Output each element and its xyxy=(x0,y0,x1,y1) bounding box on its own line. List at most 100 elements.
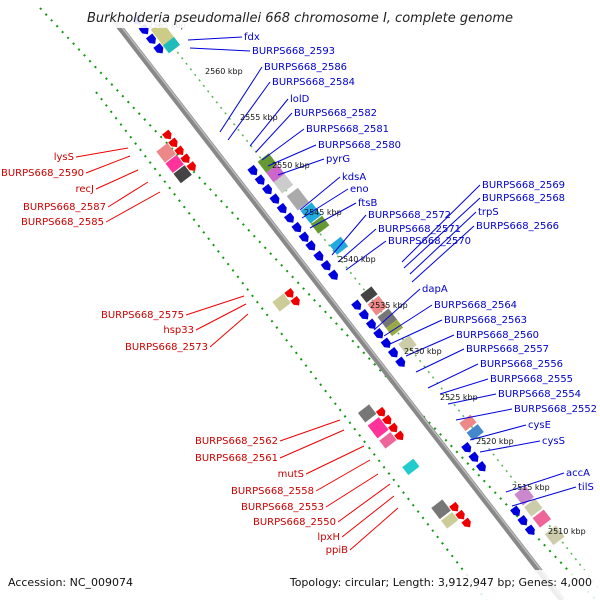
forward-gene-arrow xyxy=(262,183,273,195)
forward-gene-label[interactable]: cysS xyxy=(542,436,565,447)
reverse-gene-labels: lysS BURPS668_2590 recJ BURPS668_2587BURPS6… xyxy=(1,152,348,556)
forward-gene-label[interactable]: BURPS668_2571 xyxy=(378,224,461,235)
reverse-gene-arrow xyxy=(180,153,190,163)
reverse-gene-arrow xyxy=(449,501,459,512)
forward-gene-label[interactable]: BURPS668_2554 xyxy=(498,389,581,400)
forward-gene-arrow xyxy=(305,240,316,251)
reverse-gene-label[interactable]: lpxH xyxy=(317,532,340,543)
reverse-gene-arrow xyxy=(168,137,178,148)
forward-gene-label[interactable]: BURPS668_2584 xyxy=(272,77,355,88)
forward-gene-arrow xyxy=(276,202,287,214)
topology-text: Topology: circular; Length: 3,912,947 bp… xyxy=(289,576,592,589)
gene-block xyxy=(367,295,388,316)
forward-gene-arrow xyxy=(461,442,472,453)
reverse-gene-label[interactable]: recJ xyxy=(76,184,95,195)
reverse-gene-label[interactable]: BURPS668_2575 xyxy=(101,310,184,321)
forward-gene-label[interactable]: BURPS668_2568 xyxy=(482,193,565,204)
reverse-gene-label[interactable]: BURPS668_2585 xyxy=(21,217,104,228)
forward-gene-arrow xyxy=(468,451,479,462)
forward-gene-label[interactable]: cysE xyxy=(528,420,551,431)
forward-gene-arrow xyxy=(284,212,295,223)
forward-gene-label[interactable]: dapA xyxy=(422,284,448,295)
forward-gene-label[interactable]: BURPS668_2581 xyxy=(306,124,389,135)
kbp-tick-label: 2560 kbp xyxy=(205,67,243,76)
reverse-gene-label[interactable]: BURPS668_2550 xyxy=(253,517,336,528)
forward-gene-label[interactable]: pyrG xyxy=(326,154,350,165)
forward-gene-label[interactable]: BURPS668_2560 xyxy=(456,330,539,341)
gene-block xyxy=(431,499,451,520)
gene-block xyxy=(257,153,278,173)
reverse-gene-label[interactable]: mutS xyxy=(278,469,304,480)
forward-gene-label[interactable]: lolD xyxy=(290,94,310,105)
reverse-gene-label[interactable]: BURPS668_2590 xyxy=(1,168,84,179)
forward-gene-label[interactable]: BURPS668_2580 xyxy=(318,140,401,151)
forward-gene-arrow xyxy=(269,193,280,204)
footer-backdrop xyxy=(0,570,600,600)
forward-gene-arrow xyxy=(291,221,302,233)
forward-gene-arrow xyxy=(254,174,265,185)
reverse-gene-arrow xyxy=(455,509,465,520)
forward-gene-arrow xyxy=(380,337,391,348)
gene-block xyxy=(165,154,184,173)
kbp-tick-label: 2555 kbp xyxy=(240,113,278,122)
forward-gene-label[interactable]: accA xyxy=(566,468,590,479)
gene-block xyxy=(402,458,420,476)
reverse-gene-arrow xyxy=(461,517,471,528)
reverse-gene-label[interactable]: BURPS668_2553 xyxy=(241,502,324,513)
forward-gene-label[interactable]: BURPS668_2593 xyxy=(252,46,335,57)
reverse-gene-label[interactable]: BURPS668_2587 xyxy=(23,202,106,213)
forward-gene-label[interactable]: ftsB xyxy=(358,198,377,209)
forward-gene-label[interactable]: BURPS668_2566 xyxy=(476,221,559,232)
forward-gene-label[interactable]: tilS xyxy=(578,482,594,493)
forward-gene-label[interactable]: eno xyxy=(350,184,369,195)
forward-gene-arrow xyxy=(328,269,339,280)
forward-gene-label[interactable]: BURPS668_2556 xyxy=(480,359,563,370)
forward-gene-label[interactable]: fdx xyxy=(244,32,260,43)
kbp-tick-label: 2510 kbp xyxy=(548,527,586,536)
forward-gene-label[interactable]: BURPS668_2555 xyxy=(490,374,573,385)
forward-gene-label[interactable]: BURPS668_2563 xyxy=(444,315,527,326)
accession-text: Accession: NC_009074 xyxy=(8,576,133,589)
forward-gene-label[interactable]: BURPS668_2552 xyxy=(514,404,597,415)
forward-gene-label[interactable]: BURPS668_2569 xyxy=(482,180,565,191)
chromosome-backbone-highlight xyxy=(109,11,565,600)
forward-gene-label[interactable]: BURPS668_2582 xyxy=(294,108,377,119)
inner-dotted-guide xyxy=(95,91,487,600)
reverse-gene-label[interactable]: BURPS668_2562 xyxy=(195,436,278,447)
reverse-gene-label[interactable]: BURPS668_2558 xyxy=(231,486,314,497)
kbp-tick-label: 2550 kbp xyxy=(272,161,310,170)
reverse-gene-label[interactable]: ppiB xyxy=(326,545,348,556)
gene-block xyxy=(286,187,309,211)
reverse-gene-arrow xyxy=(162,129,172,140)
reverse-gene-label[interactable]: BURPS668_2573 xyxy=(125,342,208,353)
gene-block xyxy=(524,498,543,517)
forward-gene-arrow xyxy=(320,259,331,271)
forward-gene-label[interactable]: BURPS668_2586 xyxy=(264,62,347,73)
forward-gene-label[interactable]: trpS xyxy=(478,207,499,218)
forward-gene-arrow xyxy=(153,42,164,54)
forward-gene-label[interactable]: BURPS668_2557 xyxy=(466,344,549,355)
gene-block xyxy=(272,293,291,312)
gene-block xyxy=(379,432,397,449)
forward-gene-arrow xyxy=(365,318,376,329)
forward-gene-label[interactable]: kdsA xyxy=(342,172,366,183)
gene-block xyxy=(156,143,176,163)
reverse-gene-arrow xyxy=(174,145,184,156)
gene-features xyxy=(131,14,565,546)
reverse-gene-arrow xyxy=(290,295,300,306)
forward-gene-arrow xyxy=(510,505,521,516)
kbp-tick-label: 2530 kbp xyxy=(404,347,442,356)
kbp-tick-label: 2545 kbp xyxy=(304,208,342,217)
reverse-gene-label[interactable]: hsp33 xyxy=(163,325,194,336)
reverse-gene-label[interactable]: lysS xyxy=(54,152,74,163)
title-backdrop xyxy=(70,6,530,28)
reverse-gene-label[interactable]: BURPS668_2561 xyxy=(195,453,278,464)
forward-gene-arrow xyxy=(373,328,384,339)
forward-gene-labels: fdxBURPS668_2593BURPS668_2586BURPS668_25… xyxy=(244,32,597,493)
forward-gene-label[interactable]: BURPS668_2572 xyxy=(368,210,451,221)
forward-gene-label[interactable]: BURPS668_2570 xyxy=(388,236,471,247)
forward-gene-label[interactable]: BURPS668_2564 xyxy=(434,300,517,311)
forward-gene-arrow xyxy=(145,33,156,44)
gene-block xyxy=(398,335,417,354)
gene-block xyxy=(357,404,377,423)
